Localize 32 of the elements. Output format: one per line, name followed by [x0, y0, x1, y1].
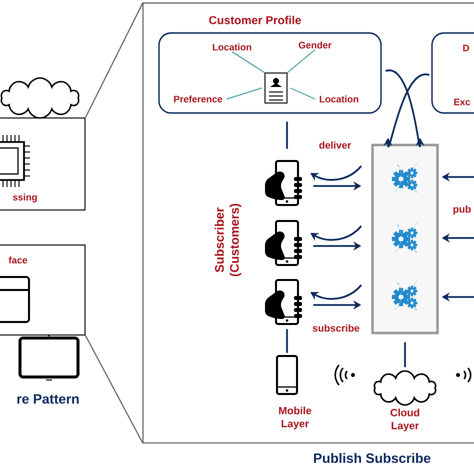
connector-line	[232, 51, 266, 74]
title-text: re Pattern	[17, 394, 79, 404]
node-label: Customer Profile	[209, 16, 301, 24]
side-label: pub	[454, 205, 471, 215]
attribute-text: Location	[320, 96, 358, 102]
broker-box	[371, 144, 439, 334]
edge-label: subscribe	[311, 323, 361, 333]
hand-phone-icon	[265, 279, 302, 325]
connector-line	[404, 342, 406, 368]
node-label: D	[463, 44, 470, 52]
node-label: Exc	[454, 98, 470, 106]
title-text: Publish Subscribe	[314, 453, 430, 463]
node-label: ssing	[12, 194, 37, 202]
panel-frame	[142, 2, 474, 444]
profile-card-icon	[264, 72, 288, 104]
edge-label: deliver	[318, 140, 352, 150]
connector-line	[84, 335, 144, 444]
connector-line	[226, 87, 262, 100]
connector-line	[290, 87, 316, 100]
attribute-text: Location	[212, 44, 252, 50]
connector-line	[84, 2, 144, 118]
node-label: face	[8, 256, 28, 264]
connector-line	[286, 329, 288, 353]
attribute-text: Gender	[298, 42, 332, 48]
hand-phone-icon	[265, 160, 302, 206]
layer-label: Mobile Layer	[279, 406, 312, 430]
hand-phone-icon	[265, 220, 302, 266]
attribute-text: Preference	[174, 96, 222, 102]
connector-line	[286, 122, 288, 149]
connector-line	[286, 49, 316, 74]
layer-label: Cloud Layer	[390, 408, 420, 432]
rotated-label: Subscriber (Customers)	[214, 204, 242, 276]
